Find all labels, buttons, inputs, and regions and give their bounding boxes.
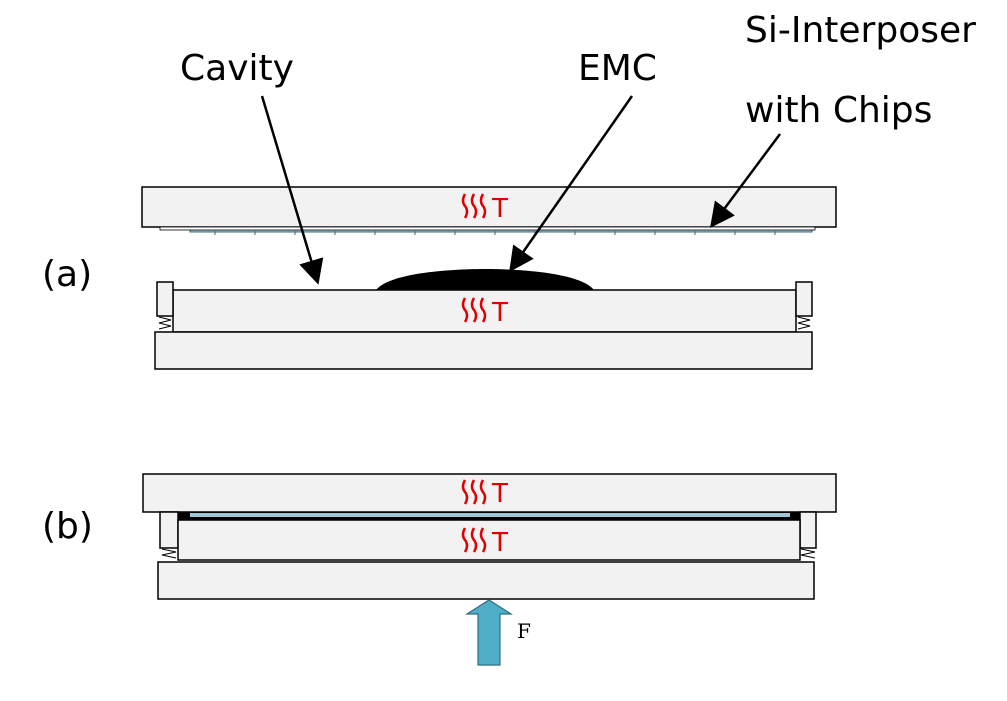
top-mold-plate-b — [142, 473, 837, 513]
cavity-label: Cavity — [180, 48, 294, 89]
up-arrow-icon — [464, 599, 514, 666]
spring-icon — [158, 316, 811, 330]
interposer-pointer-arrow — [710, 133, 782, 229]
side-post-left-b — [159, 511, 179, 549]
interposer-carrier-a — [159, 226, 816, 231]
side-post-left-a — [156, 281, 174, 317]
panel-a: T T (a) — [42, 186, 837, 370]
force-label: F — [517, 619, 531, 643]
heat-icon — [461, 527, 487, 553]
spring-icon — [161, 548, 816, 559]
emc-label: EMC — [578, 48, 657, 89]
cavity-pointer-arrow — [260, 95, 324, 285]
temperature-label-cavity-b: T — [491, 528, 508, 558]
panel-label-b: (b) — [42, 506, 93, 547]
temperature-label-top-b: T — [491, 479, 508, 509]
heat-icon — [461, 193, 487, 219]
side-post-right-a — [795, 281, 813, 317]
emc-pointer-arrow — [509, 95, 634, 273]
si-interposer-b — [190, 513, 790, 517]
panel-label-a: (a) — [42, 254, 92, 295]
emc-blob — [376, 269, 594, 290]
si-interposer-label-line2: with Chips — [745, 90, 932, 131]
si-interposer-label-line1: Si-Interposer — [745, 10, 976, 51]
bottom-base-plate-b — [157, 561, 815, 600]
temperature-label-top-a: T — [491, 194, 508, 224]
side-post-right-b — [799, 511, 817, 549]
bottom-base-plate-a — [154, 331, 813, 370]
heat-icon — [461, 297, 487, 323]
panel-b: T T F (b) — [42, 473, 837, 666]
heat-icon — [461, 479, 487, 505]
cavity-plate-b — [177, 519, 801, 561]
temperature-label-cavity-a: T — [491, 298, 508, 328]
top-mold-plate-a — [141, 186, 837, 228]
